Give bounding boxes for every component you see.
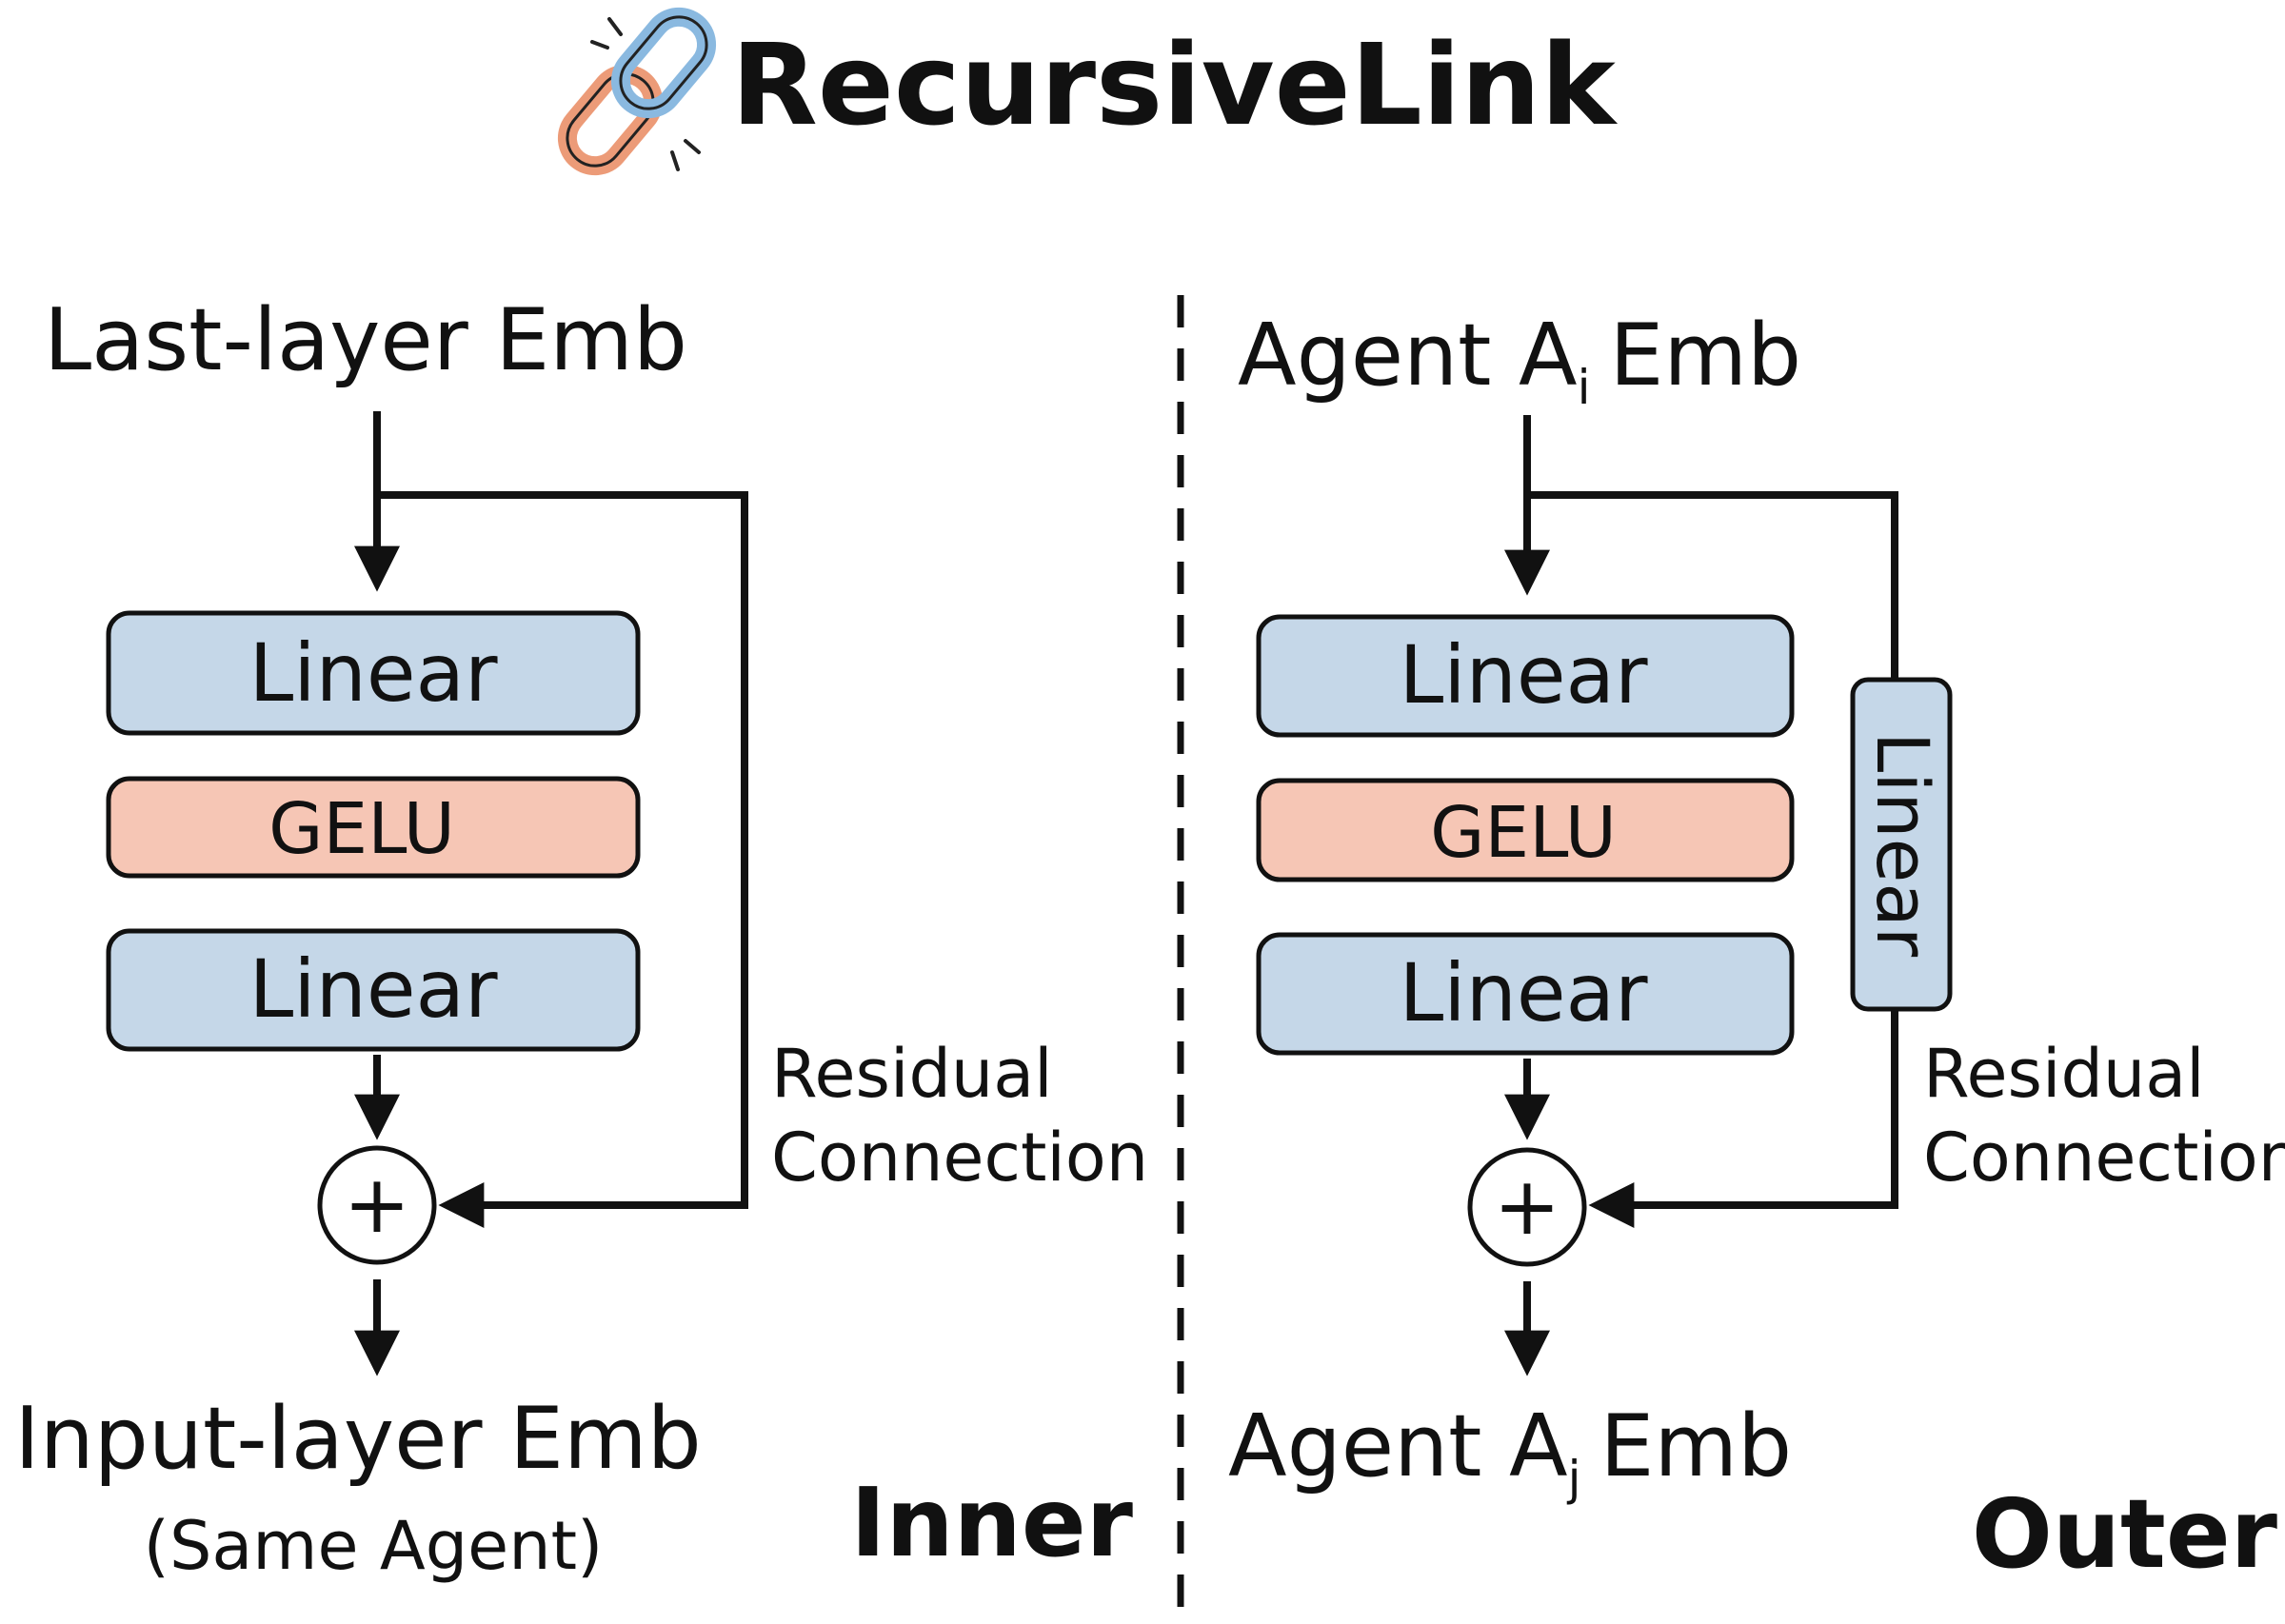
inner-linear-label-2: Linear <box>248 942 498 1036</box>
diagram-title: RecursiveLink <box>731 19 1618 150</box>
outer-input-label: Agent Ai Emb <box>1238 306 1801 415</box>
outer-linear-block-1 <box>1256 614 1795 738</box>
inner-gelu-block <box>106 776 641 879</box>
outer-linear-block-2 <box>1256 932 1795 1056</box>
outer-linear-label-2: Linear <box>1399 946 1648 1040</box>
outer-side-linear-block <box>1850 677 1953 1012</box>
outer-gelu-block <box>1256 778 1795 882</box>
inner-linear-block-2 <box>106 928 641 1052</box>
outer-output-suffix: Emb <box>1600 1396 1792 1496</box>
outer-residual-label-2: Connection <box>1923 1119 2285 1197</box>
outer-input-subscript: i <box>1578 360 1591 415</box>
inner-linear-label-1: Linear <box>248 626 498 720</box>
inner-residual-label-1: Residual <box>771 1035 1053 1113</box>
inner-linear-block-1 <box>106 610 641 736</box>
outer-input-suffix: Emb <box>1609 306 1801 406</box>
inner-panel: Last-layer Emb Linear GELU Linear + Resi… <box>14 290 1148 1585</box>
outer-panel-label: Outer <box>1972 1478 2278 1590</box>
outer-input-prefix: Agent A <box>1238 306 1578 406</box>
outer-residual-label-1: Residual <box>1923 1035 2205 1113</box>
inner-input-label: Last-layer Emb <box>44 290 687 390</box>
outer-gelu-label: GELU <box>1430 792 1617 874</box>
inner-gelu-label: GELU <box>268 788 455 870</box>
outer-output-label: Agent Aj Emb <box>1228 1396 1792 1506</box>
outer-linear-label-1: Linear <box>1399 628 1648 722</box>
inner-add-node <box>317 1145 437 1265</box>
outer-residual-path-top <box>1527 491 1898 680</box>
inner-output-sublabel: (Same Agent) <box>144 1507 604 1585</box>
chain-link-icon <box>557 7 717 176</box>
outer-plus-sign: + <box>1494 1159 1560 1253</box>
inner-residual-path <box>377 491 748 1228</box>
inner-plus-sign: + <box>344 1158 410 1251</box>
outer-add-node <box>1467 1147 1587 1267</box>
inner-panel-label: Inner <box>850 1467 1133 1578</box>
outer-residual-path-bottom <box>1588 1009 1898 1228</box>
outer-output-subscript: j <box>1567 1451 1581 1506</box>
inner-output-label: Input-layer Emb <box>14 1389 702 1489</box>
outer-output-prefix: Agent A <box>1228 1396 1568 1496</box>
outer-side-linear-label: Linear <box>1860 732 1945 958</box>
inner-residual-label-2: Connection <box>771 1119 1148 1197</box>
